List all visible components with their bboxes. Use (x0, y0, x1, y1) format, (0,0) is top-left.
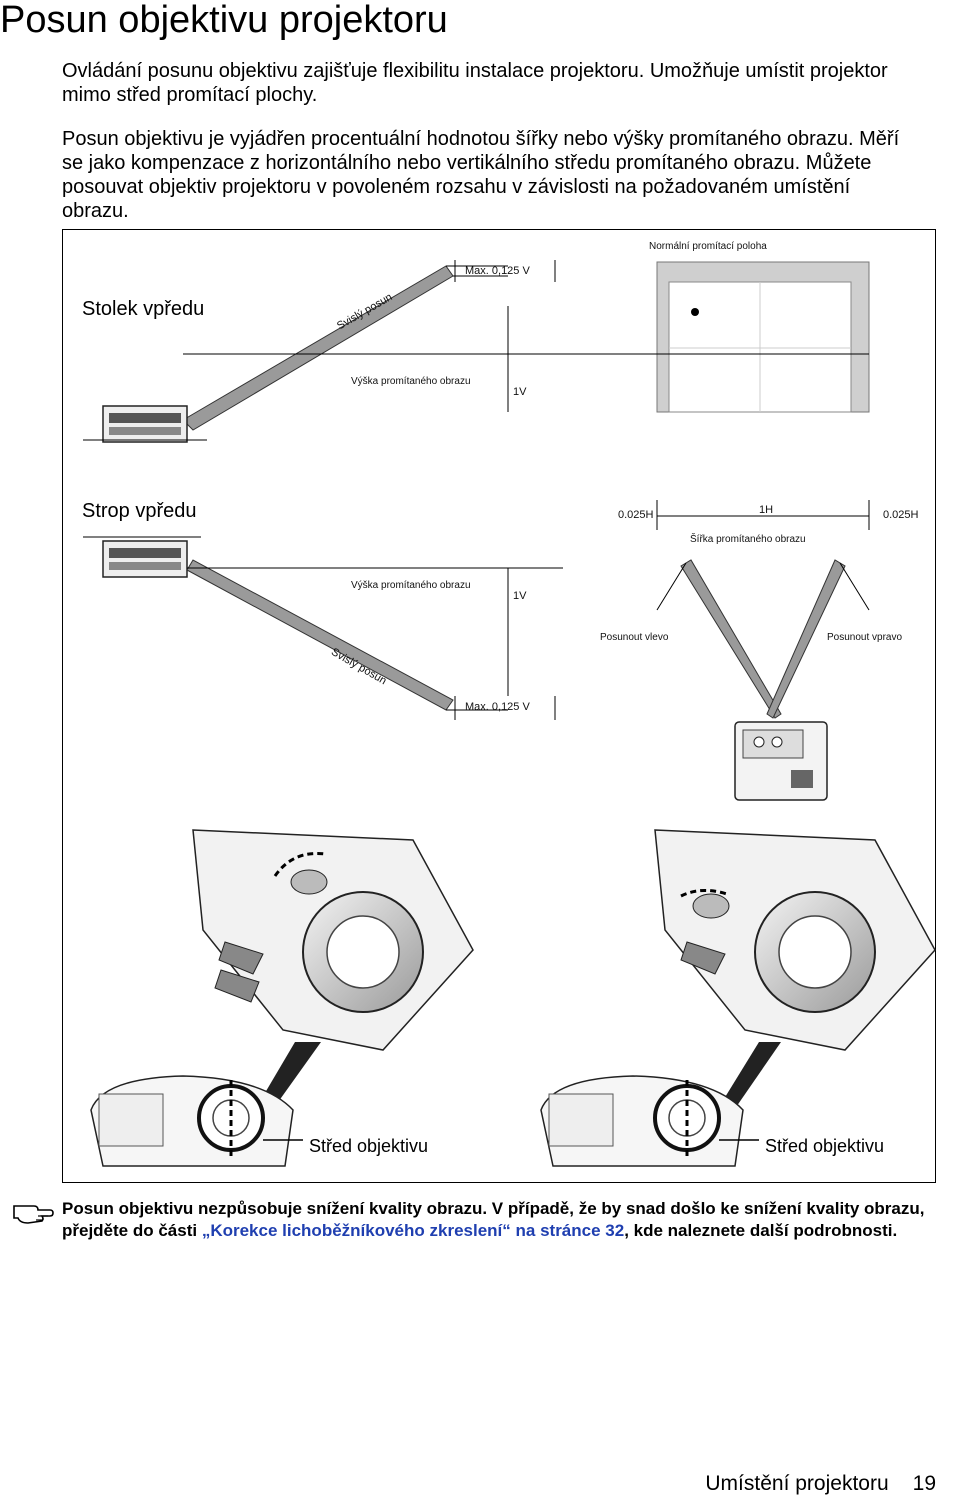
explanation-paragraph: Posun objektivu je vyjádřen procentuální… (62, 128, 900, 222)
desk-projector (83, 405, 207, 443)
note-part1: Posun objektivu nezpůsobuje snížení kval… (62, 1199, 925, 1240)
horizontal-shift-beams (656, 559, 870, 719)
width-1h-label: 1H (759, 504, 774, 516)
height-1v-bottom-label: 1V (513, 590, 527, 602)
lens-center-left-label: Střed objektivu (309, 1136, 429, 1156)
shift-right-label: Posunout vpravo (827, 632, 903, 643)
height-1v-top-label: 1V (513, 386, 527, 398)
front-projector (734, 721, 828, 801)
lens-closeup-left (192, 829, 474, 1051)
page-footer: Umístění projektoru 19 (681, 1471, 936, 1497)
lens-center-projectors (90, 1075, 759, 1167)
ceiling-projection-beam (186, 559, 563, 720)
keystone-link[interactable]: „Korekce lichoběžníkového zkreslení“ (201, 1221, 511, 1240)
left-offset-label: 0.025H (618, 509, 654, 521)
lens-shift-diagram (83, 260, 936, 1167)
footer-section: Umístění projektoru (705, 1472, 889, 1495)
image-width-label: Šířka promítaného obrazu (690, 534, 806, 545)
normal-position-label: Normální promítací poloha (649, 241, 767, 252)
desk-front-label: Stolek vpředu (82, 298, 205, 320)
max-shift-top-label: Max. 0,125 V (465, 265, 530, 277)
page-number: 19 (912, 1472, 936, 1495)
image-height-bottom-label: Výška promítaného obrazu (351, 580, 471, 591)
ceiling-projector (83, 536, 201, 578)
page-title: Posun objektivu projektoru (0, 0, 448, 41)
note-text: Posun objektivu nezpůsobuje snížení kval… (62, 1198, 942, 1242)
right-offset-label: 0.025H (883, 509, 919, 521)
note-part2: , kde naleznete další podrobnosti. (624, 1221, 898, 1240)
intro-paragraph: Ovládání posunu objektivu zajišťuje flex… (62, 60, 888, 106)
hand-pointer-icon (12, 1196, 54, 1226)
ceiling-front-label: Strop vpředu (82, 500, 197, 522)
lens-center-right-label: Střed objektivu (765, 1136, 885, 1156)
desk-projection-beam (182, 260, 869, 431)
lens-shift-figure: Normální promítací poloha Max. 0,125 V S… (62, 229, 936, 1183)
normal-screen (656, 261, 870, 413)
max-shift-bottom-label: Max. 0,125 V (465, 701, 530, 713)
page-32-link[interactable]: na stránce 32 (515, 1221, 625, 1240)
image-height-top-label: Výška promítaného obrazu (351, 376, 471, 387)
width-dimension (656, 500, 870, 530)
shift-left-label: Posunout vlevo (600, 632, 669, 643)
lens-closeup-right (654, 829, 936, 1051)
